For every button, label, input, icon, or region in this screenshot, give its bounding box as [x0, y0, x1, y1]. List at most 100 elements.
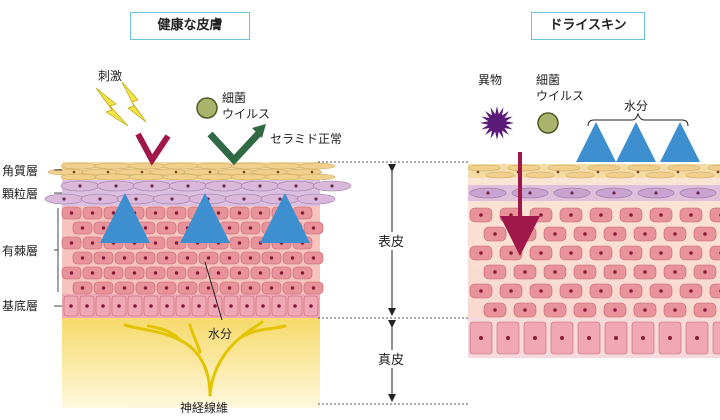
nucleus: [248, 286, 253, 290]
nucleus: [479, 336, 483, 340]
nucleus: [227, 286, 232, 290]
nucleus: [101, 304, 105, 308]
nucleus: [659, 213, 663, 217]
nucleus: [629, 213, 633, 217]
nucleus: [90, 211, 95, 215]
water-leader-line: [204, 261, 223, 321]
nucleus: [269, 286, 274, 290]
nucleus: [673, 270, 677, 274]
nucleus: [185, 256, 190, 260]
dry-spinous-cell: [709, 283, 720, 299]
corneum-cell: [230, 162, 268, 170]
nucleus: [695, 336, 699, 340]
nucleus: [509, 289, 513, 293]
nucleus: [80, 226, 85, 230]
dry-corneum-cell: [707, 164, 720, 172]
nucleus: [153, 241, 158, 245]
nucleus: [80, 286, 85, 290]
nucleus: [533, 336, 537, 340]
nucleus: [599, 213, 603, 217]
nucleus: [311, 226, 316, 230]
nucleus: [523, 270, 527, 274]
nucleus: [553, 270, 557, 274]
nucleus: [153, 271, 158, 275]
nucleus: [599, 251, 603, 255]
nucleus: [493, 308, 497, 312]
dry-corneum-cell: [547, 164, 581, 172]
stimulus-blocked-arrow: [135, 132, 171, 166]
lipid-dot: [106, 170, 110, 174]
nucleus: [583, 308, 587, 312]
nucleus: [479, 213, 483, 217]
nucleus: [583, 232, 587, 236]
nucleus: [539, 289, 543, 293]
nucleus: [629, 251, 633, 255]
nucleus: [185, 286, 190, 290]
dry-corneum-cell: [485, 171, 515, 179]
nucleus: [90, 271, 95, 275]
nucleus: [143, 256, 148, 260]
nucleus: [587, 336, 591, 340]
nucleus: [493, 270, 497, 274]
dermis-layer: [62, 318, 320, 408]
nucleus: [85, 304, 89, 308]
nucleus: [222, 184, 226, 188]
nucleus: [174, 211, 179, 215]
corneum-cell: [162, 162, 200, 170]
nucleus: [164, 256, 169, 260]
nucleus: [132, 241, 137, 245]
dry-skin-section: 異物 細菌 ウイルス 水分: [467, 73, 720, 358]
nucleus: [269, 226, 274, 230]
healthy-skin-title: 健康な皮膚: [130, 12, 250, 40]
nucleus: [237, 271, 242, 275]
nucleus: [290, 226, 295, 230]
nucleus: [311, 286, 316, 290]
stimulus-label: 刺激: [98, 69, 122, 83]
nucleus: [80, 256, 85, 260]
nucleus: [279, 211, 284, 215]
nucleus: [330, 184, 334, 188]
nucleus: [269, 256, 274, 260]
depth-scale: 表皮 真皮: [318, 161, 468, 405]
nucleus: [101, 256, 106, 260]
nucleus: [583, 270, 587, 274]
nucleus: [479, 251, 483, 255]
nucleus: [111, 211, 116, 215]
dry-granular-cells: [469, 187, 717, 199]
nucleus: [245, 304, 249, 308]
nucleus: [643, 270, 647, 274]
nucleus: [569, 251, 573, 255]
nucleus: [668, 336, 672, 340]
nucleus: [111, 271, 116, 275]
foreign-body-icon: [480, 106, 514, 140]
nucleus: [523, 232, 527, 236]
nucleus: [143, 226, 148, 230]
nucleus: [133, 304, 137, 308]
nucleus: [197, 304, 201, 308]
dry-basal-cells: [469, 321, 720, 355]
nucleus: [539, 213, 543, 217]
nucleus: [641, 336, 645, 340]
nucleus: [216, 241, 221, 245]
bacteria-blocked-arrowhead: [252, 124, 266, 138]
nucleus: [553, 232, 557, 236]
nucleus: [227, 226, 232, 230]
nucleus: [69, 304, 73, 308]
corneum-cell: [60, 162, 98, 170]
nucleus: [703, 232, 707, 236]
nucleus: [143, 286, 148, 290]
bacteria-blocked-arrow: [207, 129, 263, 166]
nucleus: [164, 226, 169, 230]
nucleus: [213, 304, 217, 308]
nucleus: [493, 232, 497, 236]
nucleus: [613, 232, 617, 236]
nucleus: [195, 211, 200, 215]
lightning-icon: [95, 81, 147, 127]
nucleus: [290, 256, 295, 260]
dry-corneum-cell: [627, 164, 661, 172]
lipid-dot: [310, 170, 314, 174]
nucleus: [569, 213, 573, 217]
nucleus: [703, 270, 707, 274]
dry-basal-cell: [712, 321, 720, 355]
nucleus: [78, 184, 82, 188]
